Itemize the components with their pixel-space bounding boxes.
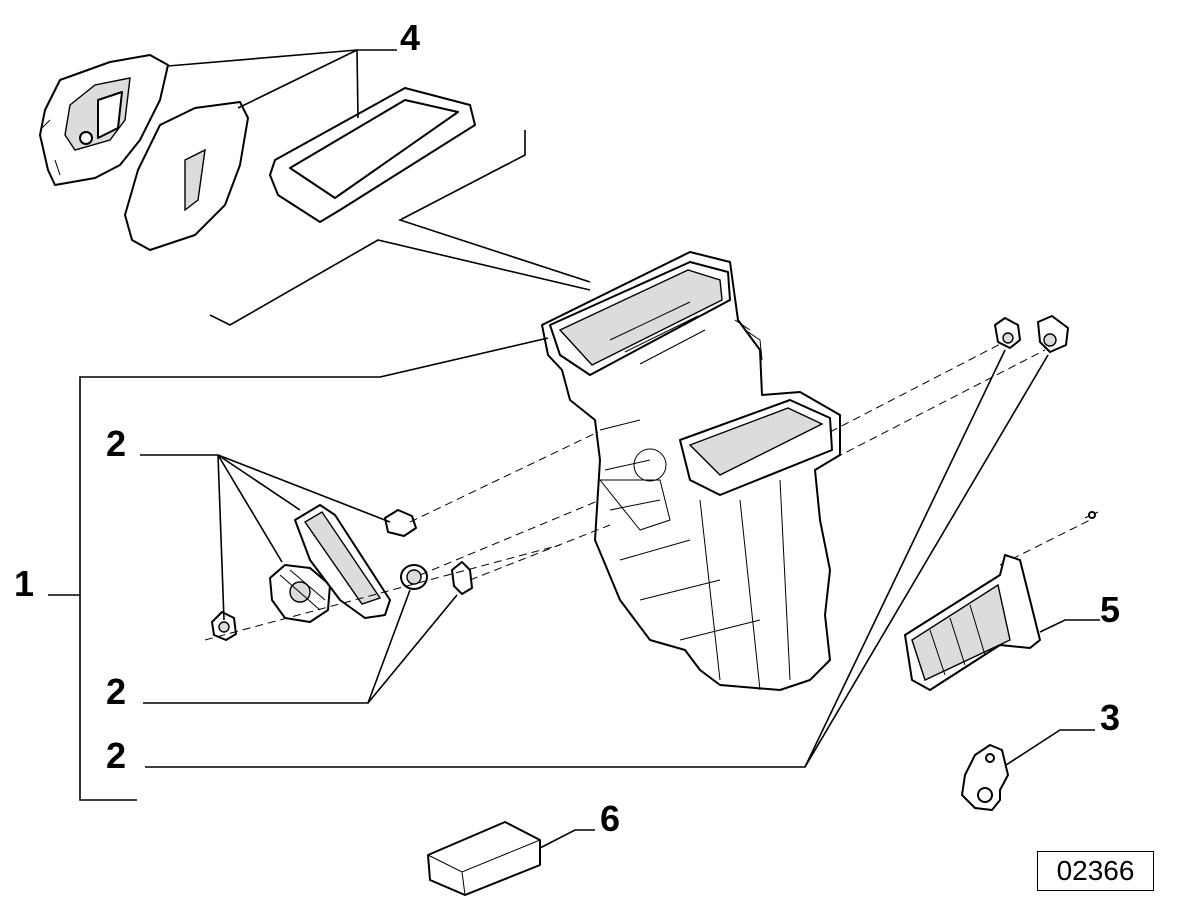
part-2-actuator-body[interactable] bbox=[294, 504, 391, 619]
callout-2-upper: 2 bbox=[106, 423, 126, 464]
part-2-clip-right-a[interactable] bbox=[994, 317, 1021, 349]
part-6-control-box[interactable] bbox=[427, 821, 541, 896]
callout-5: 5 bbox=[1100, 589, 1120, 630]
part-5-resistor-module[interactable] bbox=[904, 511, 1099, 691]
callout-3: 3 bbox=[1100, 697, 1120, 738]
leader-lines-2c bbox=[145, 349, 1049, 768]
callout-4: 4 bbox=[400, 17, 420, 58]
part-2-clip-b[interactable] bbox=[451, 561, 473, 595]
callout-2-lower: 2 bbox=[106, 735, 126, 776]
leader-lines-4 bbox=[167, 49, 397, 119]
hvac-housing[interactable] bbox=[541, 251, 841, 691]
part-4-cover-plate[interactable] bbox=[39, 54, 169, 186]
part-2-actuator-gear[interactable] bbox=[269, 564, 331, 623]
leader-lines-2a bbox=[140, 454, 391, 621]
part-2-clip-a[interactable] bbox=[384, 509, 417, 537]
part-3-lever[interactable] bbox=[961, 744, 1009, 811]
part-4-filter-frame[interactable] bbox=[269, 87, 476, 223]
leader-lines-1 bbox=[48, 337, 549, 801]
reference-code: 02366 bbox=[1056, 855, 1135, 886]
part-2-ring[interactable] bbox=[400, 564, 428, 590]
callout-6: 6 bbox=[600, 798, 620, 839]
callout-1: 1 bbox=[14, 563, 34, 604]
reference-code-box: 02366 bbox=[1037, 851, 1154, 891]
part-4-foam-pad[interactable] bbox=[124, 101, 249, 251]
part-2-bushing-small[interactable] bbox=[211, 611, 237, 641]
assembly-axes bbox=[204, 339, 1091, 641]
part-2-clip-right-b[interactable] bbox=[1037, 315, 1069, 353]
leader-lines-3 bbox=[1005, 729, 1095, 766]
leader-lines-6 bbox=[539, 829, 595, 849]
leader-lines-2b bbox=[143, 589, 458, 704]
group-bracket-lines bbox=[209, 130, 591, 326]
callout-2-middle: 2 bbox=[106, 671, 126, 712]
leader-lines-5 bbox=[1039, 619, 1100, 633]
